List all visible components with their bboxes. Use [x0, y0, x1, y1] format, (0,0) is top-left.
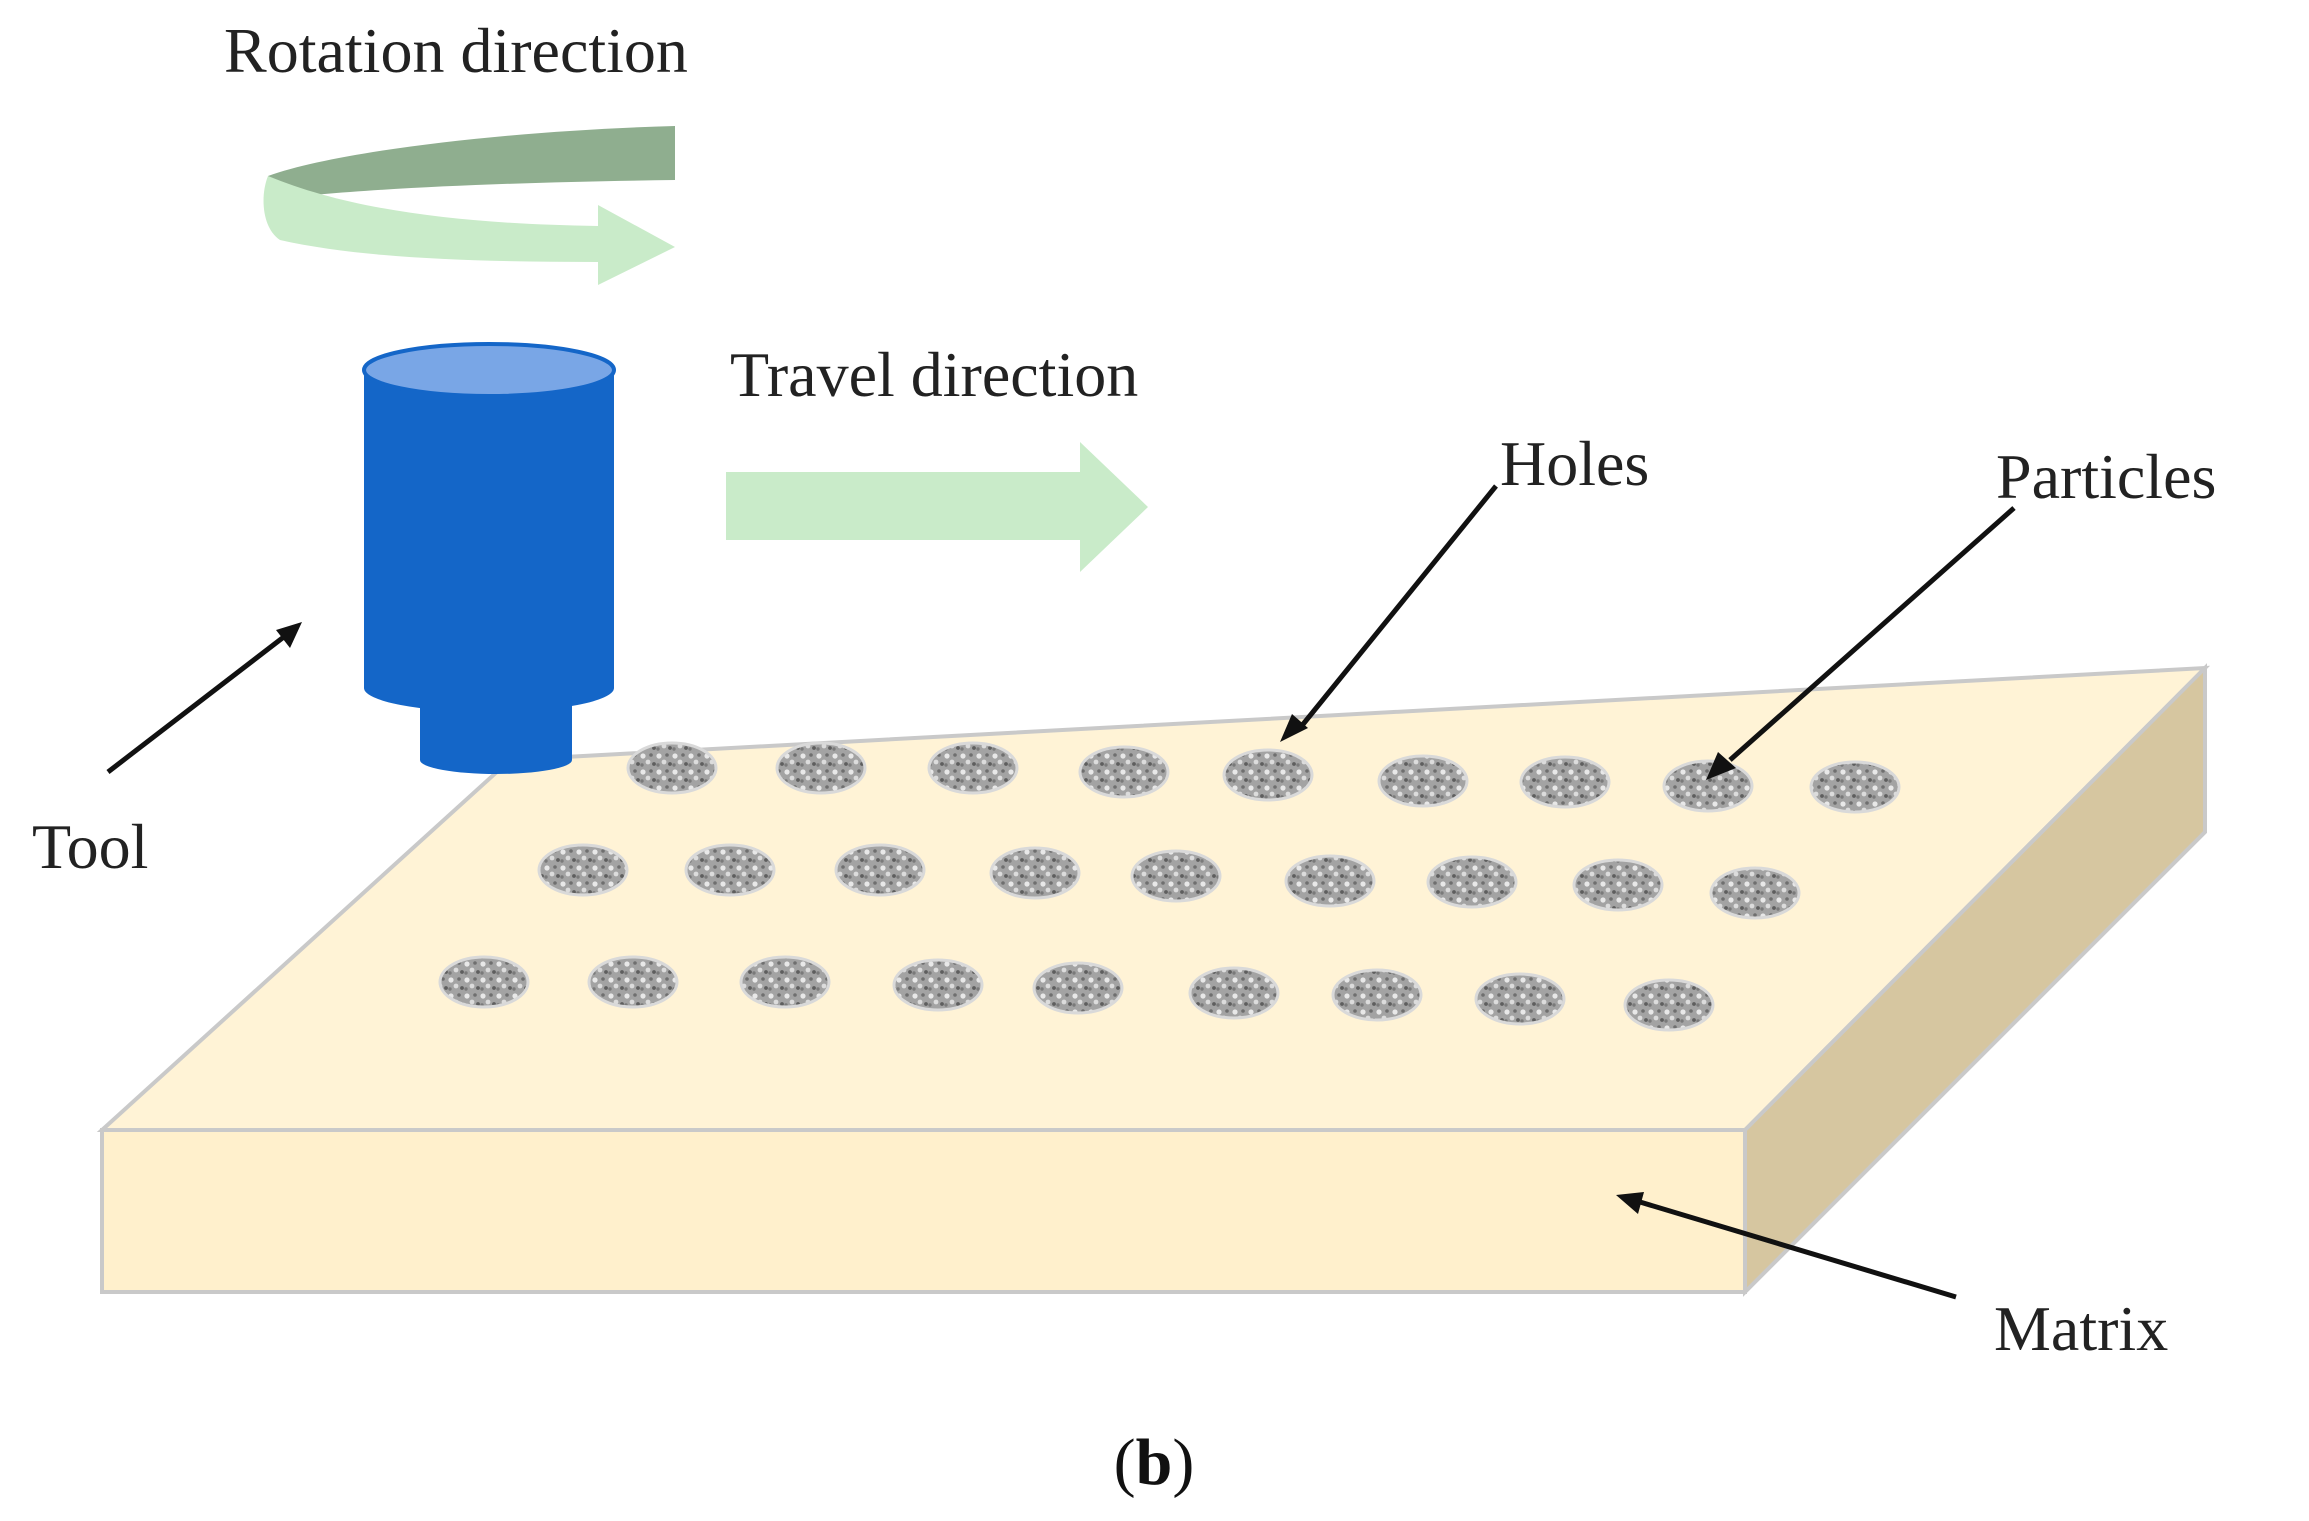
- pointer-arrows: [106, 484, 2016, 1300]
- caption-open-paren: (: [1114, 1426, 1136, 1499]
- particle: [1032, 961, 1124, 1015]
- particle: [1474, 972, 1566, 1026]
- particle: [927, 741, 1019, 795]
- particle: [626, 741, 718, 795]
- particle: [1331, 968, 1423, 1022]
- particle: [1519, 755, 1611, 809]
- particle: [684, 843, 776, 897]
- tool-top-face: [362, 342, 616, 398]
- holes-pointer-arrow: [1280, 484, 1498, 742]
- particle: [1130, 849, 1222, 903]
- particles-label: Particles: [1996, 441, 2216, 512]
- particle-row: [438, 955, 1715, 1032]
- travel-arrow-icon: [726, 442, 1148, 572]
- particle: [1188, 966, 1280, 1020]
- particle: [587, 955, 679, 1009]
- tool: [362, 342, 616, 774]
- particle: [1662, 759, 1754, 813]
- tool-pin: [420, 700, 572, 774]
- particle: [1284, 854, 1376, 908]
- particle: [989, 846, 1081, 900]
- particle: [834, 843, 926, 897]
- particle-row: [626, 741, 1901, 814]
- matrix-pointer-arrow: [1616, 1192, 1957, 1300]
- tool-label: Tool: [32, 811, 148, 882]
- particle: [1377, 754, 1469, 808]
- travel-direction-label: Travel direction: [730, 339, 1138, 410]
- particle: [1709, 866, 1801, 920]
- matrix-label: Matrix: [1994, 1293, 2168, 1364]
- matrix-front-face: [100, 1128, 1747, 1294]
- tool-pointer-arrow: [106, 622, 302, 774]
- particle: [1623, 978, 1715, 1032]
- particle: [1222, 748, 1314, 802]
- caption-close-paren: ): [1172, 1426, 1194, 1499]
- figure-caption: (b): [1114, 1426, 1195, 1499]
- rotation-arrow-front: [263, 176, 675, 285]
- particle: [1809, 760, 1901, 814]
- rotation-arrow-back: [268, 126, 675, 200]
- particle: [537, 843, 629, 897]
- particles-pointer-arrow: [1706, 506, 2016, 780]
- rotation-direction-label: Rotation direction: [224, 15, 688, 86]
- matrix-side-face: [1743, 663, 2207, 1297]
- particle: [1426, 855, 1518, 909]
- particle: [739, 955, 831, 1009]
- caption-letter: b: [1136, 1426, 1173, 1499]
- holes-label: Holes: [1500, 428, 1649, 499]
- particle: [1572, 858, 1664, 912]
- particle: [1078, 745, 1170, 799]
- particle: [775, 741, 867, 795]
- particles-group: [438, 741, 1901, 1032]
- tool-shoulder: [364, 370, 614, 712]
- particle-row: [537, 843, 1801, 920]
- particle: [438, 955, 530, 1009]
- particle: [892, 958, 984, 1012]
- rotation-arrow-icon: [263, 126, 675, 285]
